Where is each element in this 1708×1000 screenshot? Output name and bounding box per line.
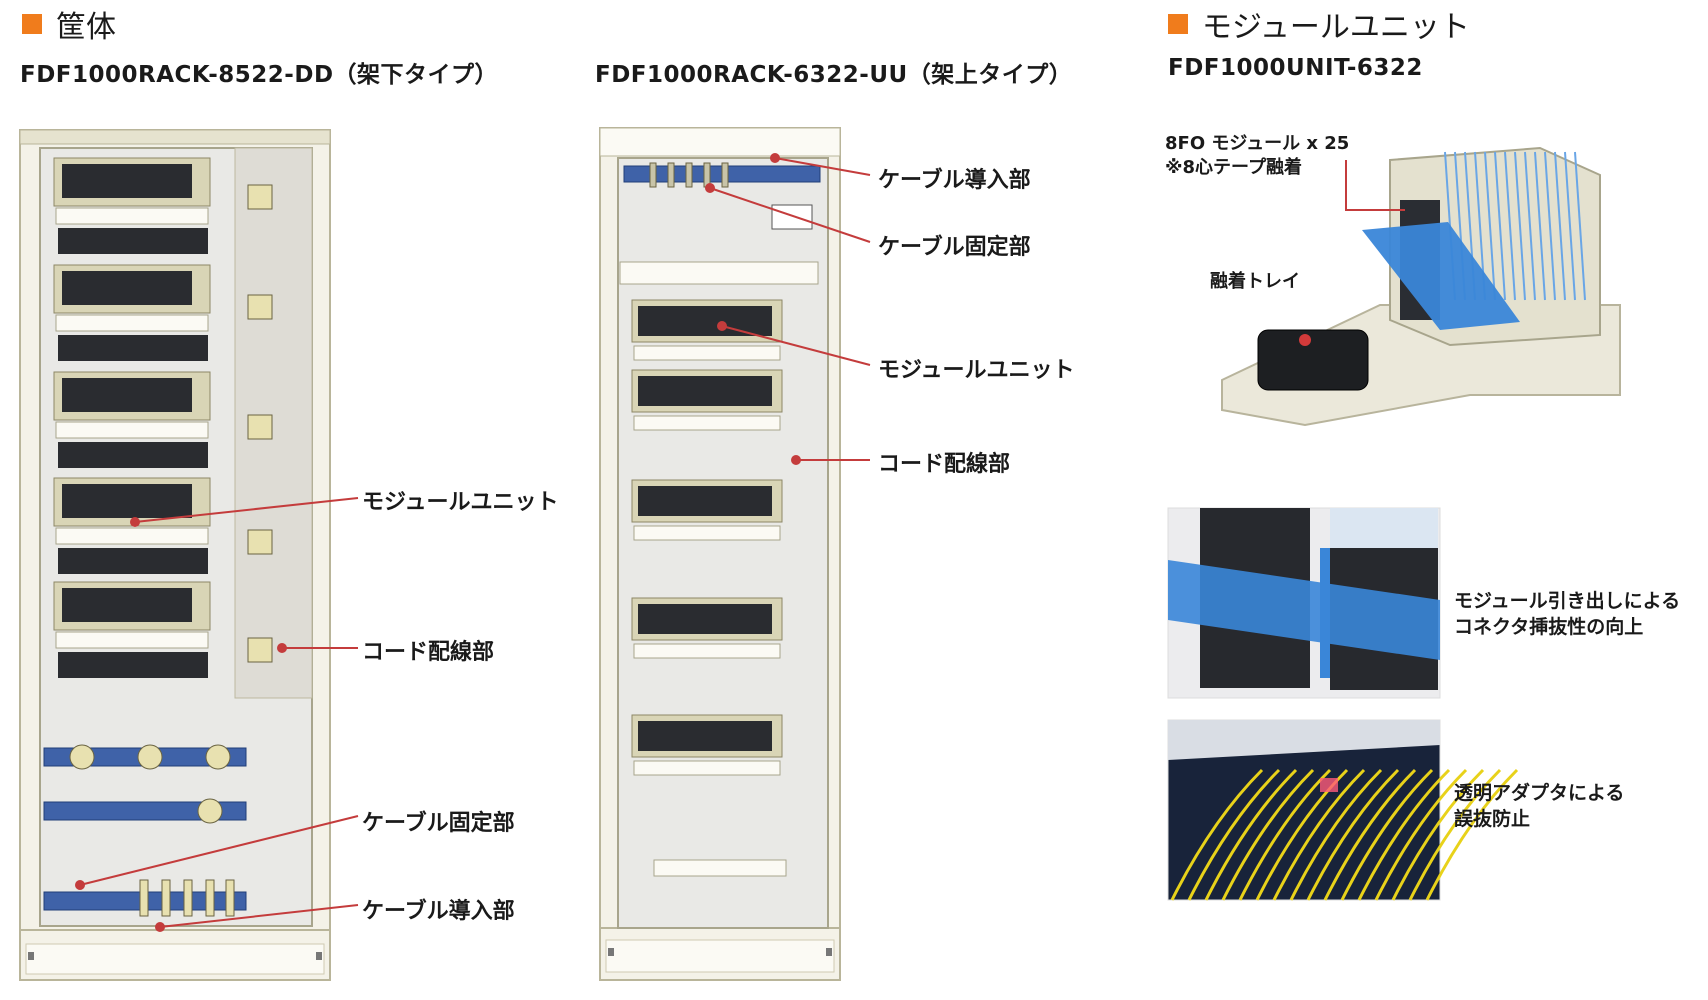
module-panel bbox=[55, 527, 209, 545]
fiber-stripe bbox=[1514, 151, 1526, 301]
caption-adapter-line2: 誤抜防止 bbox=[1454, 808, 1531, 830]
module-block bbox=[58, 652, 208, 678]
section-header-enclosure: 筐体 bbox=[22, 2, 116, 46]
orange-square-icon bbox=[1168, 14, 1188, 34]
model-rack-uu: FDF1000RACK-6322-UU（架上タイプ） bbox=[595, 62, 1073, 88]
module-panel bbox=[55, 314, 209, 332]
fiber-stripe bbox=[1574, 151, 1586, 301]
caption-adapter: 透明アダプタによる 誤抜防止 bbox=[1454, 780, 1624, 832]
fiber-cord bbox=[1374, 768, 1468, 901]
caption-pullout-line1: モジュール引き出しによる bbox=[1454, 590, 1681, 612]
fiber-cord bbox=[1289, 768, 1383, 901]
dd-label-cable-fixing: ケーブル固定部 bbox=[362, 811, 515, 836]
fiber-cord bbox=[1391, 768, 1485, 901]
module-block bbox=[58, 442, 208, 468]
model-rack-dd: FDF1000RACK-8522-DD（架下タイプ） bbox=[20, 62, 499, 88]
fiber-stripe bbox=[1524, 151, 1536, 301]
module-panel bbox=[633, 525, 781, 541]
module-block bbox=[638, 306, 772, 336]
fiber-stripe bbox=[1544, 151, 1556, 301]
fiber-cord bbox=[1357, 768, 1451, 901]
module-block bbox=[62, 378, 192, 412]
uu-label-cord-wiring: コード配線部 bbox=[878, 452, 1011, 477]
fiber-cord bbox=[1408, 768, 1502, 901]
dd-label-module-unit: モジュールユニット bbox=[362, 490, 559, 515]
module-panel bbox=[55, 207, 209, 225]
unit-label-module-count: 8FO モジュール x 25 ※8心テープ融着 bbox=[1165, 132, 1349, 180]
module-panel bbox=[633, 643, 781, 659]
module-block bbox=[58, 548, 208, 574]
uu-label-cable-fixing: ケーブル固定部 bbox=[878, 235, 1031, 260]
fiber-cord bbox=[1204, 768, 1298, 901]
module-panel bbox=[653, 859, 787, 877]
caption-pullout-line2: コネクタ挿抜性の向上 bbox=[1454, 616, 1644, 638]
module-block bbox=[62, 588, 192, 622]
fiber-cord bbox=[1425, 768, 1519, 901]
section-header-module: モジュールユニット bbox=[1168, 2, 1470, 46]
fiber-stripe bbox=[1494, 151, 1506, 301]
module-block bbox=[638, 604, 772, 634]
section-title: 筐体 bbox=[56, 10, 116, 45]
module-count-line2: ※8心テープ融着 bbox=[1165, 157, 1302, 178]
module-block bbox=[62, 164, 192, 198]
module-block bbox=[58, 228, 208, 254]
fiber-cord bbox=[1323, 768, 1417, 901]
module-block bbox=[638, 721, 772, 751]
module-panel bbox=[633, 345, 781, 361]
module-panel bbox=[633, 760, 781, 776]
fiber-cord bbox=[1221, 768, 1315, 901]
caption-adapter-line1: 透明アダプタによる bbox=[1454, 782, 1625, 804]
module-block bbox=[62, 484, 192, 518]
module-panel bbox=[633, 415, 781, 431]
fiber-stripe bbox=[1504, 151, 1516, 301]
caption-pullout: モジュール引き出しによる コネクタ挿抜性の向上 bbox=[1454, 588, 1680, 640]
module-block bbox=[62, 271, 192, 305]
module-block bbox=[638, 486, 772, 516]
module-block bbox=[58, 335, 208, 361]
module-panel bbox=[55, 421, 209, 439]
fiber-stripe bbox=[1534, 151, 1546, 301]
fiber-cord bbox=[1170, 768, 1264, 901]
fiber-stripe bbox=[1484, 151, 1496, 301]
dd-label-cable-entry: ケーブル導入部 bbox=[362, 899, 515, 924]
fiber-cord bbox=[1187, 768, 1281, 901]
module-count-line1: 8FO モジュール x 25 bbox=[1165, 133, 1350, 154]
module-block bbox=[638, 376, 772, 406]
module-panel bbox=[55, 631, 209, 649]
fiber-cord bbox=[1340, 768, 1434, 901]
fiber-cord bbox=[1272, 768, 1366, 901]
uu-label-cable-entry: ケーブル導入部 bbox=[878, 168, 1031, 193]
fiber-cord bbox=[1238, 768, 1332, 901]
unit-label-splice-tray: 融着トレイ bbox=[1210, 271, 1300, 292]
uu-label-module-unit: モジュールユニット bbox=[878, 358, 1075, 383]
dd-label-cord-wiring: コード配線部 bbox=[362, 640, 495, 665]
model-unit: FDF1000UNIT-6322 bbox=[1168, 55, 1423, 81]
fiber-stripe bbox=[1564, 151, 1576, 301]
section-title: モジュールユニット bbox=[1202, 10, 1470, 45]
fiber-stripe bbox=[1554, 151, 1566, 301]
fiber-cord bbox=[1306, 768, 1400, 901]
orange-square-icon bbox=[22, 14, 42, 34]
